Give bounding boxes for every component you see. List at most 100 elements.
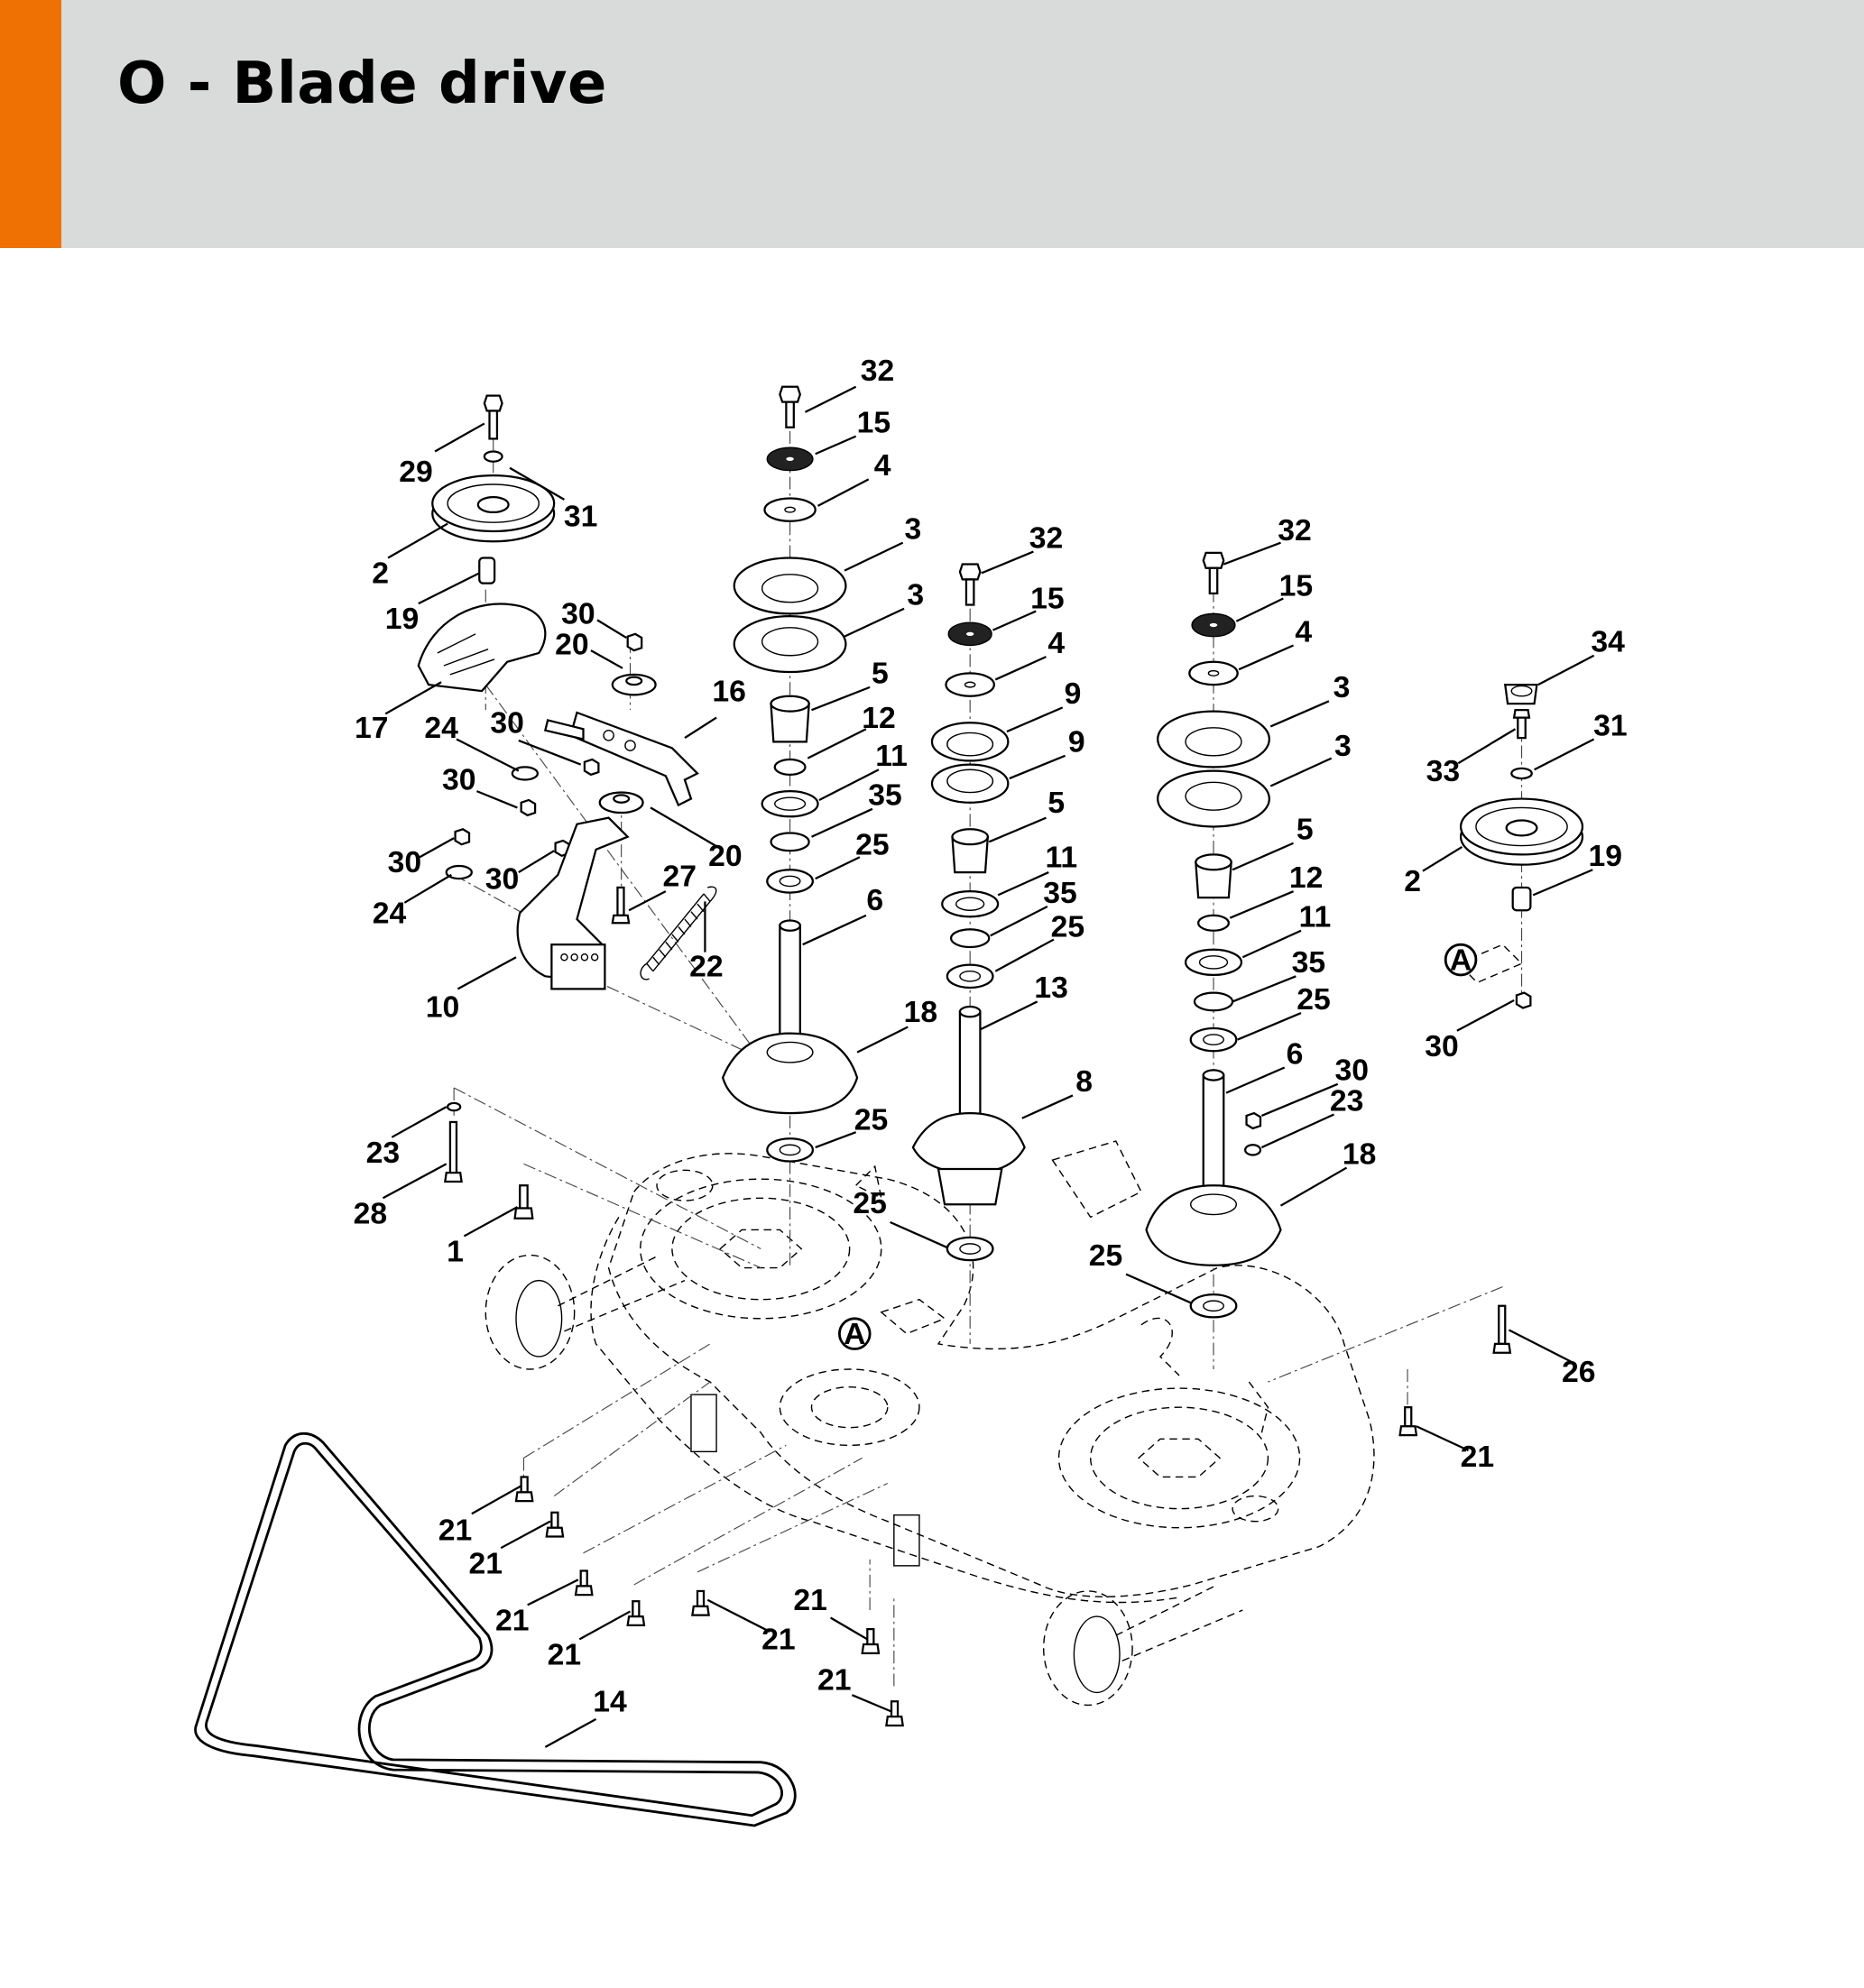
leader-line — [418, 572, 480, 605]
callout-17: 17 — [355, 681, 442, 745]
leader-line — [992, 610, 1037, 631]
callout-4: 4 — [817, 448, 891, 507]
callout-number: 11 — [1046, 840, 1078, 874]
callout-number: 35 — [868, 778, 902, 813]
callout-number: 27 — [663, 860, 697, 894]
callout-21: 21 — [438, 1485, 522, 1548]
leader-line — [471, 1485, 522, 1515]
callout-number: 9 — [1068, 725, 1085, 759]
leader-line — [994, 656, 1047, 681]
callout-number: 21 — [548, 1637, 582, 1671]
leader-line — [456, 738, 520, 772]
leader-line — [1232, 975, 1296, 1003]
callout-number: 12 — [1289, 861, 1324, 895]
callout-number: 34 — [1591, 625, 1625, 659]
leader-line — [1269, 757, 1333, 787]
callout-5: 5 — [811, 657, 889, 712]
callout-4: 4 — [1238, 614, 1312, 671]
callout-30: 30 — [1425, 999, 1515, 1063]
callout-25: 25 — [994, 910, 1084, 972]
callout-number: 35 — [1292, 945, 1326, 980]
callout-number: 11 — [875, 739, 908, 773]
callout-30: 30 — [490, 705, 582, 766]
callout-number: 21 — [761, 1623, 796, 1657]
leader-line — [818, 769, 880, 801]
callout-number: 21 — [1461, 1440, 1495, 1474]
callout-number: 22 — [689, 949, 724, 983]
callout-number: 3 — [1333, 670, 1351, 704]
callout-26: 26 — [1508, 1329, 1596, 1389]
callout-15: 15 — [1235, 569, 1314, 622]
callout-number: 30 — [388, 845, 422, 879]
leader-line — [1241, 929, 1302, 959]
leader-line — [684, 716, 717, 740]
callout-number: 33 — [1426, 754, 1461, 788]
callout-number: 30 — [561, 597, 595, 631]
callout-32: 32 — [804, 354, 894, 413]
leader-line — [829, 1616, 868, 1641]
callout-35: 35 — [811, 778, 902, 838]
spindle-assembly-right — [1145, 551, 1282, 1319]
leader-line — [384, 681, 442, 715]
callout-4: 4 — [994, 626, 1065, 681]
callout-number: 24 — [373, 896, 407, 930]
leader-line — [1229, 890, 1294, 919]
callout-20: 20 — [555, 627, 623, 669]
callout-6: 6 — [1225, 1036, 1303, 1094]
callout-16: 16 — [684, 674, 746, 740]
callout-25: 25 — [853, 1186, 948, 1249]
callout-9: 9 — [1009, 725, 1085, 780]
callout-11: 11 — [997, 840, 1078, 897]
callout-number: 26 — [1562, 1355, 1596, 1389]
callout-number: 13 — [1034, 971, 1068, 1005]
callout-13: 13 — [979, 971, 1068, 1031]
leader-line — [807, 728, 867, 759]
leader-line — [997, 871, 1049, 897]
callout-number: 6 — [866, 883, 883, 917]
callout-number: 24 — [424, 711, 458, 745]
callout-2: 2 — [372, 522, 448, 591]
callout-11: 11 — [1241, 900, 1332, 959]
callout-5: 5 — [1232, 813, 1314, 871]
leader-line — [811, 686, 871, 712]
callout-number: 18 — [1343, 1137, 1377, 1171]
callout-number: 17 — [355, 711, 389, 745]
leader-line — [463, 1206, 518, 1238]
leader-line — [1456, 999, 1515, 1032]
callout-22: 22 — [689, 901, 724, 983]
callout-20: 20 — [650, 806, 743, 873]
leader-line — [1006, 706, 1064, 733]
leader-line — [476, 790, 518, 809]
right-idler-assembly — [1457, 683, 1584, 1009]
leader-line — [1225, 1066, 1286, 1094]
callout-number: 4 — [1295, 614, 1312, 649]
callout-number: 21 — [438, 1514, 473, 1548]
callout-number: 25 — [854, 1102, 889, 1137]
callout-number: 15 — [1279, 569, 1314, 603]
leader-line — [804, 385, 857, 413]
callout-21: 21 — [548, 1610, 632, 1671]
leader-line — [802, 914, 867, 946]
callout-number: 1 — [447, 1235, 464, 1269]
callout-number: 3 — [907, 578, 924, 612]
leader-line — [1009, 754, 1066, 780]
leader-line — [844, 607, 905, 638]
callout-number: 20 — [555, 627, 589, 661]
callout-18: 18 — [1279, 1137, 1377, 1207]
left-idler-assembly — [417, 394, 717, 990]
leader-line — [811, 807, 873, 838]
callout-number: 25 — [853, 1186, 887, 1220]
leader-line — [1223, 541, 1281, 566]
callout-number: 25 — [855, 827, 890, 861]
callout-8: 8 — [1021, 1064, 1093, 1119]
callout-number: 21 — [793, 1583, 827, 1617]
callout-34: 34 — [1537, 625, 1625, 686]
callout-25: 25 — [1237, 982, 1331, 1041]
callout-number: 2 — [372, 557, 389, 591]
v-belt — [194, 1431, 797, 1827]
callout-number: 30 — [485, 861, 520, 896]
callout-number: 5 — [1047, 786, 1065, 820]
callout-21: 21 — [469, 1520, 551, 1580]
callout-number: 11 — [1299, 900, 1332, 934]
